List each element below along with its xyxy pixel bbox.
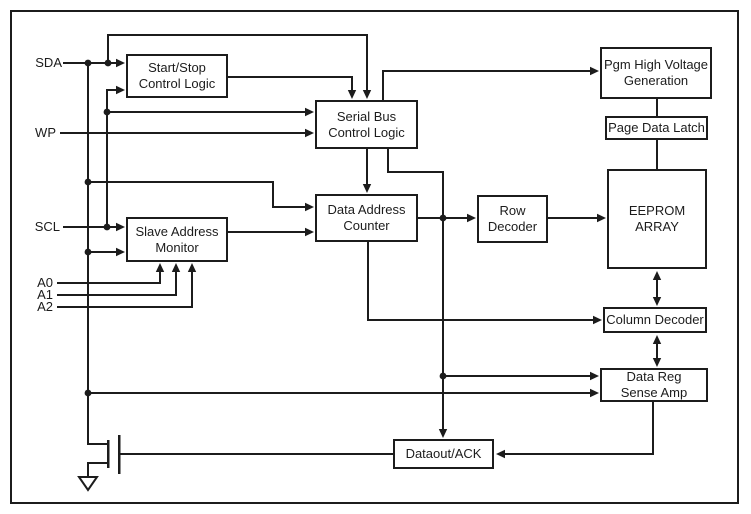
block-label: Dataout/ACK — [405, 446, 482, 461]
wire-serial-to-pgm-hv — [382, 70, 591, 101]
wire-serial-to-dataout — [387, 149, 444, 430]
block-label: Start/Stop — [148, 60, 206, 75]
pin-label-sda: SDA — [35, 55, 62, 70]
block-label: Control Logic — [138, 76, 216, 91]
mosfet-source — [87, 462, 107, 477]
arrowheads — [116, 58, 662, 459]
ground-symbol — [77, 476, 99, 492]
block-label: Control Logic — [328, 124, 405, 140]
wire-counter-to-column — [367, 242, 594, 321]
block-label: Generation — [623, 73, 689, 88]
block-start-stop-control-logic: Start/Stop Control Logic — [126, 54, 228, 98]
block-label: Monitor — [155, 239, 199, 255]
block-page-data-latch: Page Data Latch — [605, 116, 708, 140]
block-column-decoder: Column Decoder — [603, 307, 707, 333]
pin-label-a2: A2 — [37, 299, 53, 314]
block-label: Data Address — [327, 202, 406, 217]
wire-startstop-to-serial — [228, 76, 353, 91]
wire-a0 — [57, 267, 161, 284]
block-label: Column Decoder — [606, 312, 704, 327]
block-label: Slave Address — [135, 223, 219, 239]
block-pgm-high-voltage-generation: Pgm High Voltage Generation — [600, 47, 712, 99]
block-eeprom-array: EEPROM ARRAY — [607, 169, 707, 269]
block-row-decoder: Row Decoder — [477, 195, 548, 243]
block-label: Decoder — [487, 219, 538, 234]
block-data-address-counter: Data Address Counter — [315, 194, 418, 242]
wire-sda-to-counter — [88, 181, 307, 208]
block-data-reg-sense-amp: Data Reg Sense Amp — [600, 368, 708, 402]
pin-label-wp: WP — [35, 125, 56, 140]
block-label: EEPROM — [628, 203, 686, 218]
block-label: Row — [499, 203, 526, 218]
wire-sda-bus — [87, 63, 107, 445]
block-label: Data Reg — [626, 369, 682, 384]
block-label: Page Data Latch — [608, 120, 705, 135]
wire-datareg-to-dataout — [504, 402, 654, 455]
block-label: ARRAY — [635, 219, 679, 234]
pin-label-scl: SCL — [34, 219, 60, 234]
block-slave-address-monitor: Slave Address Monitor — [126, 217, 228, 262]
block-label: Pgm High Voltage — [603, 57, 709, 72]
block-label: Counter — [343, 218, 390, 233]
pin-label-a0: A0 — [37, 275, 53, 290]
wire-sda-to-serial-top — [107, 34, 368, 91]
block-serial-bus-control-logic: Serial Bus Control Logic — [315, 100, 418, 149]
block-dataout-ack: Dataout/ACK — [393, 439, 494, 469]
wire-a2 — [57, 267, 193, 308]
diagram-border — [10, 10, 739, 504]
junction-dots — [84, 59, 447, 397]
pin-label-a1: A1 — [37, 287, 53, 302]
block-label: Serial Bus — [336, 108, 397, 124]
wire-a1 — [57, 267, 177, 296]
block-label: Sense Amp — [620, 385, 688, 400]
